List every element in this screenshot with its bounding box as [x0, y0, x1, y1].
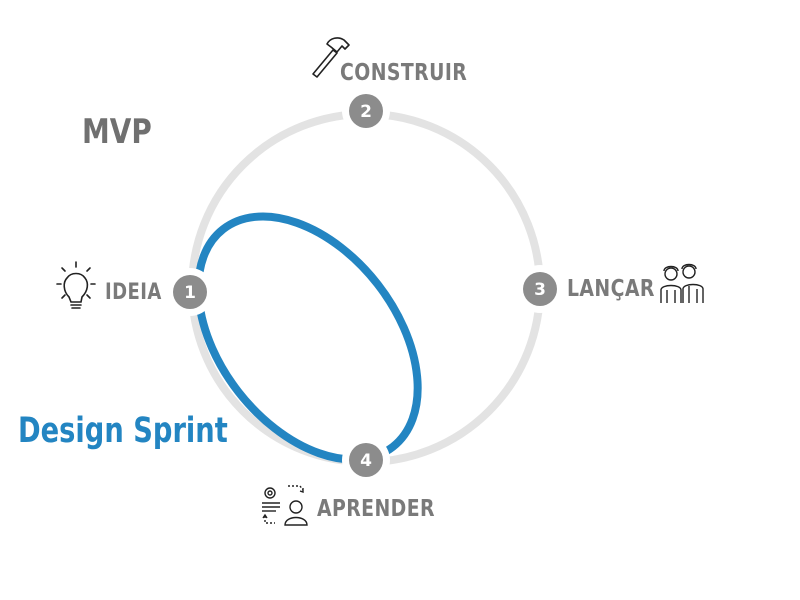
svg-text:3: 3 [534, 280, 546, 300]
svg-text:4: 4 [360, 451, 372, 471]
mvp-cycle-ring [188, 110, 544, 466]
mvp-title: MVP [82, 112, 152, 152]
node-1: 1 [173, 275, 207, 309]
node-1-label: IDEIA [105, 280, 162, 305]
node-4: 4 [349, 443, 383, 477]
lightbulb-icon [56, 261, 96, 309]
node-2-label: CONSTRUIR [340, 60, 468, 86]
design-sprint-title: Design Sprint [18, 411, 228, 451]
learning-person-gear-icon [262, 485, 308, 526]
node-4-label: APRENDER [317, 496, 435, 522]
people-icon [660, 263, 704, 303]
design-sprint-loop [194, 212, 422, 464]
node-3: 3 [523, 272, 557, 306]
svg-text:2: 2 [360, 102, 372, 122]
node-2: 2 [349, 94, 383, 128]
hammer-icon [312, 37, 350, 78]
node-3-label: LANÇAR [567, 276, 655, 302]
svg-text:1: 1 [184, 283, 196, 303]
